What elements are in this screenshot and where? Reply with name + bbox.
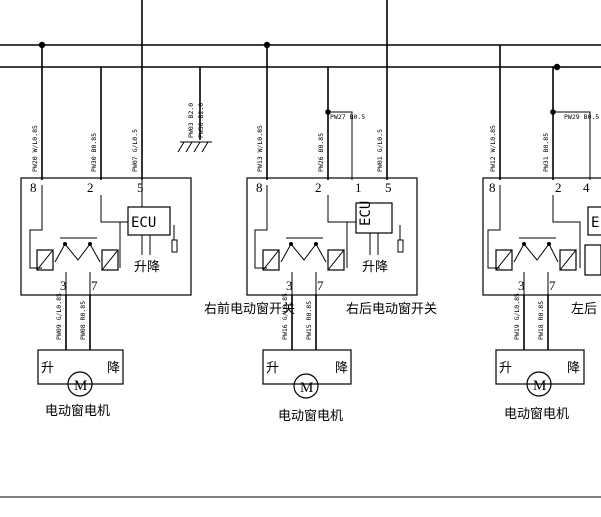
switch-glyph-up: 升	[362, 260, 375, 275]
wire-label: PW01 G/L0.5	[376, 129, 384, 172]
pin-number: 7	[549, 278, 556, 293]
junction-dot	[553, 63, 561, 71]
motor-up-label: 升	[266, 361, 279, 376]
wire-label: PW29 B0.5	[564, 113, 599, 121]
pin-number: 1	[355, 180, 362, 195]
pin-number: 3	[518, 278, 525, 293]
motor-icon	[67, 371, 93, 397]
wire-label: PW09 G/L0.85	[55, 293, 63, 340]
pin-number: 5	[137, 180, 144, 195]
motor-down-label: 降	[567, 361, 580, 376]
ground-icon	[177, 141, 212, 153]
ground-wire-label: PW30 B2.0	[197, 103, 205, 138]
motor-symbol: M	[533, 378, 546, 394]
ground-wire-label: PW03 B2.0	[187, 103, 195, 138]
ecu-module	[587, 206, 601, 236]
pin-number: 2	[315, 180, 322, 195]
motor-up-label: 升	[41, 361, 54, 376]
wire-label: PW13 W/L0.85	[256, 125, 264, 172]
motor-up-label: 升	[499, 361, 512, 376]
ecu-module	[127, 206, 171, 236]
switch-glyph-down: 降	[147, 260, 160, 275]
wire-label: PW27 B0.5	[330, 113, 365, 121]
wire-label: PW31 B0.85	[542, 133, 550, 172]
switch-title: 右后电动窗开关	[346, 301, 437, 317]
wire-label: PW16 G/L0.85	[281, 293, 289, 340]
wire-label: PW30 B0.85	[90, 133, 98, 172]
pin-number: 4	[583, 180, 590, 195]
pin-number: 2	[87, 180, 94, 195]
switch-box	[20, 177, 192, 296]
pin-number: 7	[317, 278, 324, 293]
switch-box	[246, 177, 418, 296]
motor-symbol: M	[74, 378, 87, 394]
wire-label: PW15 R0.85	[305, 301, 313, 340]
motor-icon	[526, 371, 552, 397]
wire-label: PW20 W/L0.85	[31, 125, 39, 172]
switch-left-rear: PW29 B0.5 PW12 W/L0.85 PW31 B0.85 8 2 4 …	[482, 45, 601, 422]
ecu-module	[355, 202, 393, 234]
motor-title: 电动窗电机	[504, 406, 569, 422]
motor-down-label: 降	[335, 361, 348, 376]
motor-title: 电动窗电机	[45, 403, 110, 419]
pin-number: 7	[91, 278, 98, 293]
ecu-label: E	[591, 215, 599, 231]
pin-number: 8	[489, 180, 496, 195]
pin-number: 3	[60, 278, 67, 293]
switch-glyph-up: 升	[134, 260, 147, 275]
motor-icon	[293, 373, 319, 399]
wire-label: PW26 B0.85	[317, 133, 325, 172]
switch-title: 左后	[571, 302, 597, 317]
ecu-label: ECU	[131, 215, 156, 231]
motor-symbol: M	[300, 380, 313, 396]
pin-number: 5	[385, 180, 392, 195]
wire-label: PW12 W/L0.85	[489, 125, 497, 172]
ecu-label: ECU	[358, 201, 374, 226]
motor-down-label: 降	[107, 361, 120, 376]
pin-number: 8	[30, 180, 37, 195]
pin-number: 3	[286, 278, 293, 293]
pin-number: 2	[555, 180, 562, 195]
wire-label: PW19 G/L0.85	[513, 293, 521, 340]
switch-box	[482, 177, 601, 296]
wire-label: PW08 R0.85	[79, 301, 87, 340]
switch-right-rear: PW27 B0.5 PW13 W/L0.85 PW26 B0.85 PW01 G…	[246, 45, 437, 424]
wire-label: PW18 R0.85	[537, 301, 545, 340]
pin-number: 8	[256, 180, 263, 195]
wire-label: PW07 G/L0.5	[131, 129, 139, 172]
switch-glyph-down: 降	[375, 260, 388, 275]
switch-title: 右前电动窗开关	[204, 301, 295, 317]
motor-title: 电动窗电机	[278, 408, 343, 424]
switch-right-front: PW20 W/L0.85 PW30 B0.85 PW07 G/L0.5 8 2 …	[20, 45, 295, 419]
